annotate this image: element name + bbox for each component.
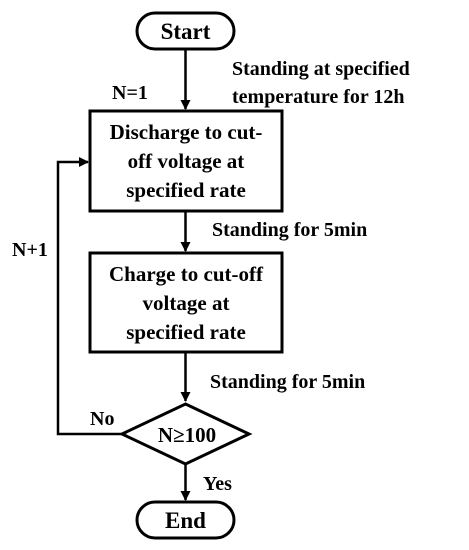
- standing-5min-note-1: Standing for 5min: [212, 219, 367, 241]
- charge-box-line2: voltage at: [143, 291, 230, 315]
- end-terminal: [135, 500, 236, 540]
- discharge-box-line1: Discharge to cut-: [110, 120, 263, 144]
- standing-5min-note-2: Standing for 5min: [210, 371, 365, 393]
- charge-box-line1: Charge to cut-off: [109, 262, 264, 286]
- yes-label: Yes: [203, 473, 232, 495]
- no-label: No: [90, 408, 114, 430]
- discharge-process-box: [88, 109, 284, 213]
- discharge-box-line2: off voltage at: [128, 149, 245, 173]
- end-label: End: [165, 508, 206, 533]
- decision-condition: N≥100: [158, 423, 216, 447]
- standing-12h-note-line2: temperature for 12h: [232, 86, 405, 108]
- start-label: Start: [161, 19, 211, 44]
- counter-increment-label: N+1: [12, 239, 48, 261]
- loop-back-no-branch: [56, 157, 122, 436]
- counter-init-label: N=1: [112, 82, 148, 104]
- standing-12h-note-line1: Standing at specified: [232, 58, 410, 80]
- discharge-box-line3: specified rate: [126, 178, 246, 202]
- charge-box-line3: specified rate: [126, 320, 246, 344]
